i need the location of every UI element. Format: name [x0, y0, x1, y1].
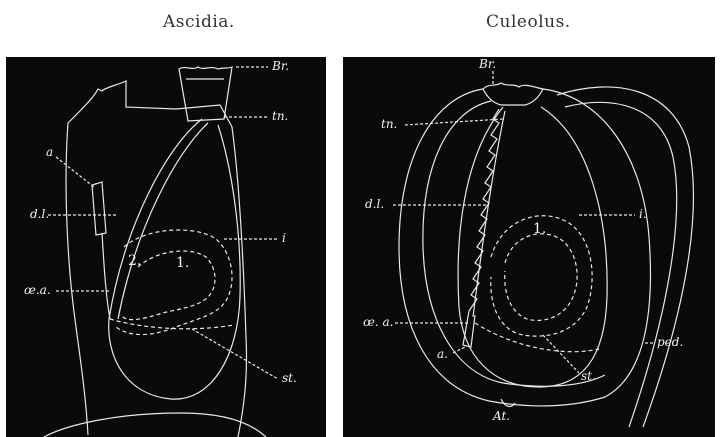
label-tn: tn. [381, 117, 397, 131]
leader-a [56, 157, 94, 187]
label-ped: ped. [657, 335, 683, 349]
ascidia-panel: Br. tn. a d.l. i 2. 1. œ.a. st. [6, 57, 326, 437]
culeolus-intestine-inner [505, 234, 577, 321]
label-br: Br. [272, 59, 289, 73]
culeolus-dorsal-lamina [469, 109, 499, 311]
label-oea: œ. a. [363, 315, 393, 329]
culeolus-siphon [483, 83, 543, 105]
ascidia-branchial-sac-inner [118, 123, 208, 319]
label-i: i. [639, 207, 647, 221]
culeolus-stomach [475, 323, 599, 352]
caption-culeolus: Culeolus. [486, 12, 571, 32]
label-i: i [282, 231, 286, 245]
label-oea: œ.a. [24, 283, 51, 297]
label-at: At. [493, 409, 510, 423]
label-loop-1: 1. [533, 221, 546, 237]
label-a: a. [437, 347, 448, 361]
ascidia-base-curve [44, 413, 266, 437]
label-br: Br. [479, 57, 496, 71]
label-dl: d.l. [365, 197, 384, 211]
culeolus-atrial-opening [501, 399, 515, 406]
ascidia-body-outline [68, 81, 247, 437]
label-loop-1: 1. [176, 255, 189, 271]
ascidia-body-left-edge [66, 123, 88, 435]
label-a: a [46, 145, 53, 159]
culeolus-body-inner [423, 101, 605, 386]
culeolus-drawing [343, 57, 715, 437]
culeolus-panel: Br. tn. d.l. i. 1. œ. a. a. st. ped. At. [343, 57, 715, 437]
leader-a [453, 347, 465, 353]
ascidia-dorsal-lamina [92, 182, 106, 235]
culeolus-dorsal-lamina-base [473, 111, 505, 317]
label-tn: tn. [272, 109, 288, 123]
leader-st [543, 335, 579, 373]
ascidia-oesophagus [102, 233, 110, 319]
label-st: st. [282, 371, 297, 385]
culeolus-branchial-sac [458, 107, 607, 387]
caption-ascidia: Ascidia. [163, 12, 235, 32]
label-dl: d.l. [30, 207, 49, 221]
label-loop-2: 2. [128, 253, 141, 269]
label-st: st. [581, 369, 596, 383]
ascidia-stomach [110, 319, 234, 329]
